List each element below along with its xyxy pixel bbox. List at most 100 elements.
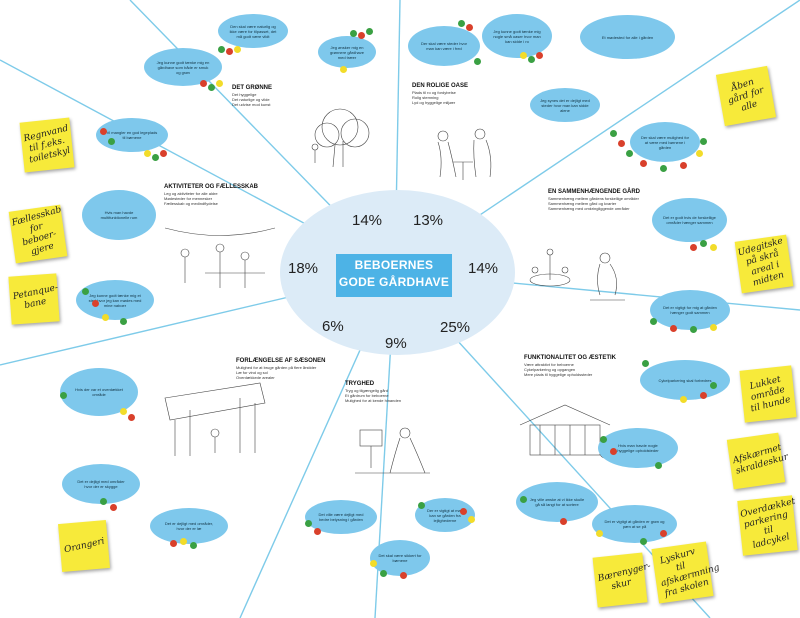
section-line: Lyd og hyggelige miljøer xyxy=(412,100,456,105)
comment-bubble: Jeg ønsker mig en grønnere gårdhave med … xyxy=(318,36,376,68)
vote-dot-red xyxy=(536,52,543,59)
section-line: Det naturlige og vilde xyxy=(232,97,270,102)
section-funktionalitet: FUNKTIONALITET OG ÆSTETIK Være attraktiv… xyxy=(524,354,619,377)
section-line: Sammenhæng mellem gård og kvarter xyxy=(548,201,617,206)
comment-bubble: Jeg synes det er dejligt med steder hvor… xyxy=(530,88,600,122)
vote-dot-red xyxy=(200,80,207,87)
pct-rolige: 13% xyxy=(413,212,444,229)
comment-bubble: Der skal være mulighed for at være med b… xyxy=(630,122,700,162)
section-line: Et gårdrum for beboerne xyxy=(345,393,389,398)
sticky-note: Åben gård for alle xyxy=(715,65,777,127)
comment-bubble: Hvis man havde multifunktionelle rum xyxy=(82,190,156,240)
vote-dot-yellow xyxy=(102,314,109,321)
vote-dot-green xyxy=(474,58,481,65)
sticky-note: Regnvand til f.eks. toiletskyl xyxy=(19,117,75,173)
comment-bubble: Det er dejligt med områder hvor der er s… xyxy=(62,464,140,504)
section-line: Tryg og tilgængelig gård xyxy=(345,388,388,393)
pct-funktionalitet: 25% xyxy=(440,319,471,336)
vote-dot-red xyxy=(100,128,107,135)
vote-dot-yellow xyxy=(520,52,527,59)
section-line: Være attraktivt for beboerne xyxy=(524,362,574,367)
section-title: AKTIVITETER OG FÆLLESSKAB xyxy=(164,184,259,190)
comment-bubble: Hvis der var et overdækket område xyxy=(60,368,138,416)
vote-dot-green xyxy=(208,84,215,91)
vote-dot-green xyxy=(600,436,607,443)
comment-bubble: Hvis man havde nogle hyggelige opholdste… xyxy=(598,428,678,468)
section-title: EN SAMMENHÆNGENDE GÅRD xyxy=(548,189,641,195)
vote-dot-red xyxy=(170,540,177,547)
vote-dot-green xyxy=(650,318,657,325)
section-sammenhaengende: EN SAMMENHÆNGENDE GÅRD Sammenhæng mellem… xyxy=(548,188,648,211)
sketch-funktionalitet xyxy=(519,404,615,459)
vote-dot-red xyxy=(680,162,687,169)
section-aktiviteter: AKTIVITETER OG FÆLLESSKAB Leg og aktivit… xyxy=(164,183,264,206)
vote-dot-yellow xyxy=(370,560,377,567)
vote-dot-green xyxy=(700,240,707,247)
vote-dot-green xyxy=(458,20,465,27)
section-line: Cykelparkering og opgangen xyxy=(524,367,576,372)
vote-dot-yellow xyxy=(180,538,187,545)
comment-bubble: Den skal være naturlig og ikke være for … xyxy=(218,14,288,48)
vote-dot-green xyxy=(626,150,633,157)
vote-dot-red xyxy=(358,32,365,39)
vote-dot-green xyxy=(520,496,527,503)
vote-dot-yellow xyxy=(710,244,717,251)
vote-dot-green xyxy=(690,326,697,333)
section-title: FUNKTIONALITET OG ÆSTETIK xyxy=(524,355,616,361)
vote-dot-green xyxy=(642,360,649,367)
vote-dot-red xyxy=(690,244,697,251)
center-title-line2: GODE GÅRDHAVE xyxy=(338,275,450,289)
vote-dot-red xyxy=(640,160,647,167)
vote-dot-green xyxy=(380,570,387,577)
comment-bubble: Jeg ville ønske at vi ikke skulle gå så … xyxy=(516,482,598,522)
comment-bubble: Jeg kunne godt tænke mig en gårdhave som… xyxy=(144,48,222,86)
vote-dot-yellow xyxy=(710,324,717,331)
vote-dot-yellow xyxy=(468,516,475,523)
vote-dot-red xyxy=(560,518,567,525)
vote-dot-red xyxy=(610,448,617,455)
vote-dot-green xyxy=(528,56,535,63)
pct-sammenhaengende: 14% xyxy=(468,260,499,277)
vote-dot-green xyxy=(710,382,717,389)
section-line: Overdækkede arealer xyxy=(236,375,275,380)
comment-bubble: Der skal være steder hvor man kan være i… xyxy=(408,26,480,66)
sketch-rolige xyxy=(437,128,492,180)
sketch-groenne xyxy=(311,108,370,168)
comment-bubble: Det er vigtigt at gården er grøn og pæn … xyxy=(592,505,677,543)
section-title: FORLÆNGELSE AF SÆSONEN xyxy=(236,358,326,364)
vote-dot-green xyxy=(218,46,225,53)
vote-dot-red xyxy=(226,48,233,55)
vote-dot-yellow xyxy=(144,150,151,157)
comment-bubble: Jeg kunne godt tænke mig nogle små oaser… xyxy=(482,14,552,58)
sticky-note: Lukket område til hunde xyxy=(739,365,797,423)
vote-dot-yellow xyxy=(340,66,347,73)
vote-dot-green xyxy=(350,30,357,37)
section-groenne: DET GRØNNE Det hyggelige Det naturlige o… xyxy=(232,84,307,107)
sticky-note: Afskærmet skraldeskur xyxy=(726,432,789,490)
section-line: Mulighed for at kende hinanden xyxy=(345,398,402,403)
vote-dot-red xyxy=(400,572,407,579)
pct-forlaengelse: 6% xyxy=(322,318,344,335)
vote-dot-green xyxy=(108,138,115,145)
sticky-note: Udegitske på skrå areal i midten xyxy=(734,234,794,294)
comment-bubble: Jeg kunne godt tænke mig et sted hvor je… xyxy=(76,280,154,320)
section-line: Plads til ro og fordybelse xyxy=(412,90,456,95)
pct-groenne: 14% xyxy=(352,212,383,229)
section-line: Læ for vind og sol xyxy=(236,370,268,375)
comment-bubble: Et mødested for alle i gården xyxy=(580,15,675,59)
comment-bubble: Det er dejligt med områder, hvor der er … xyxy=(150,508,228,544)
vote-dot-green xyxy=(640,538,647,545)
comment-bubble: Der er vigtigt at man kan se gården fra … xyxy=(415,498,475,532)
comment-bubble: Cykelparkering skal forbedres xyxy=(640,360,730,400)
section-line: Det udvise mod kunst xyxy=(232,102,271,107)
sketch-sammenhaengende xyxy=(529,248,625,301)
center-title-line1: BEBOERNES xyxy=(354,258,434,272)
pct-tryghed: 9% xyxy=(385,335,407,352)
section-line: Leg og aktiviteter for alle aldre xyxy=(164,191,218,196)
vote-dot-green xyxy=(418,502,425,509)
pct-aktiviteter: 18% xyxy=(288,260,319,277)
vote-dot-red xyxy=(670,325,677,332)
vote-dot-red xyxy=(618,140,625,147)
section-line: Mere plads til hyggelige opholdssteder xyxy=(524,372,593,377)
vote-dot-green xyxy=(152,154,159,161)
